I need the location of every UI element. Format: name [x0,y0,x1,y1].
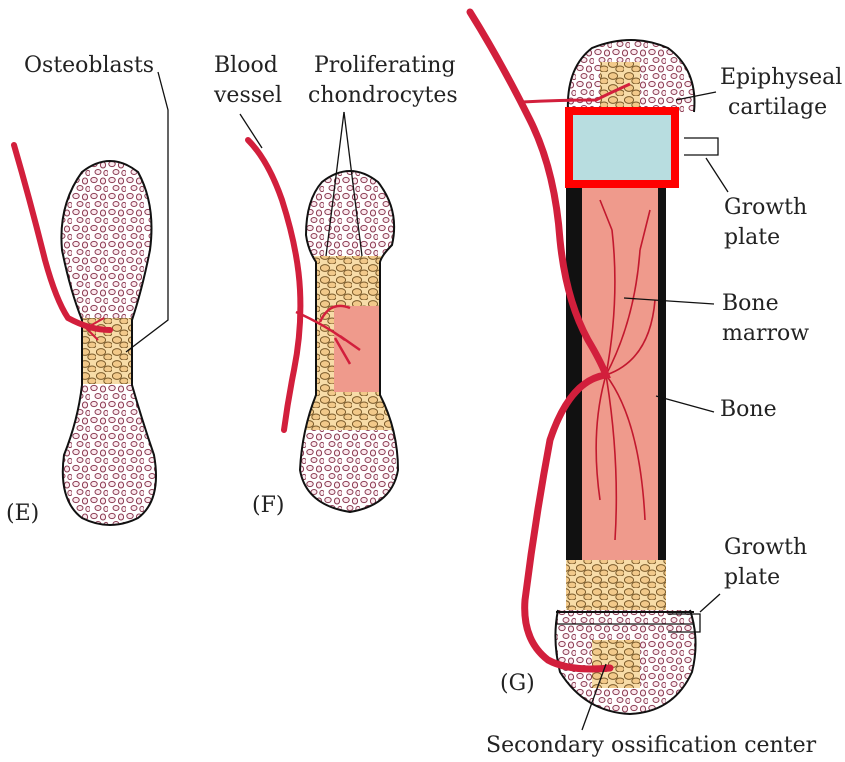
label-growth-plate-top: Growth plate [724,195,814,250]
panel-g-bone-marrow [582,184,658,564]
label-bone: Bone [720,397,777,422]
label-osteoblasts: Osteoblasts [24,53,154,78]
growth-plate-top-leader [706,158,728,192]
panel-letter-f: (F) [252,493,284,518]
label-growth-plate-bottom: Growth plate [724,535,814,590]
growth-plate-bottom-leader [700,594,720,612]
label-secondary-ossification-center: Secondary ossification center [486,733,817,758]
label-bone-marrow: Bone marrow [722,291,809,346]
panel-g-top-chondrocytes [600,62,640,108]
growth-plate-bracket-top [684,138,718,155]
panel-letter-e: (E) [6,501,39,526]
label-proliferating-chondrocytes: Proliferating chondrocytes [308,53,463,108]
panel-e-bone [61,161,156,525]
panel-f-blood-vessel [248,140,300,430]
label-blood-vessel: Blood vessel [213,53,285,108]
label-epiphyseal-cartilage: Epiphyseal cartilage [720,65,845,120]
panel-g-lower-chondrocytes [566,560,666,612]
panel-letter-g: (G) [500,671,535,696]
epiphyseal-cartilage-highlight-box [569,111,675,184]
